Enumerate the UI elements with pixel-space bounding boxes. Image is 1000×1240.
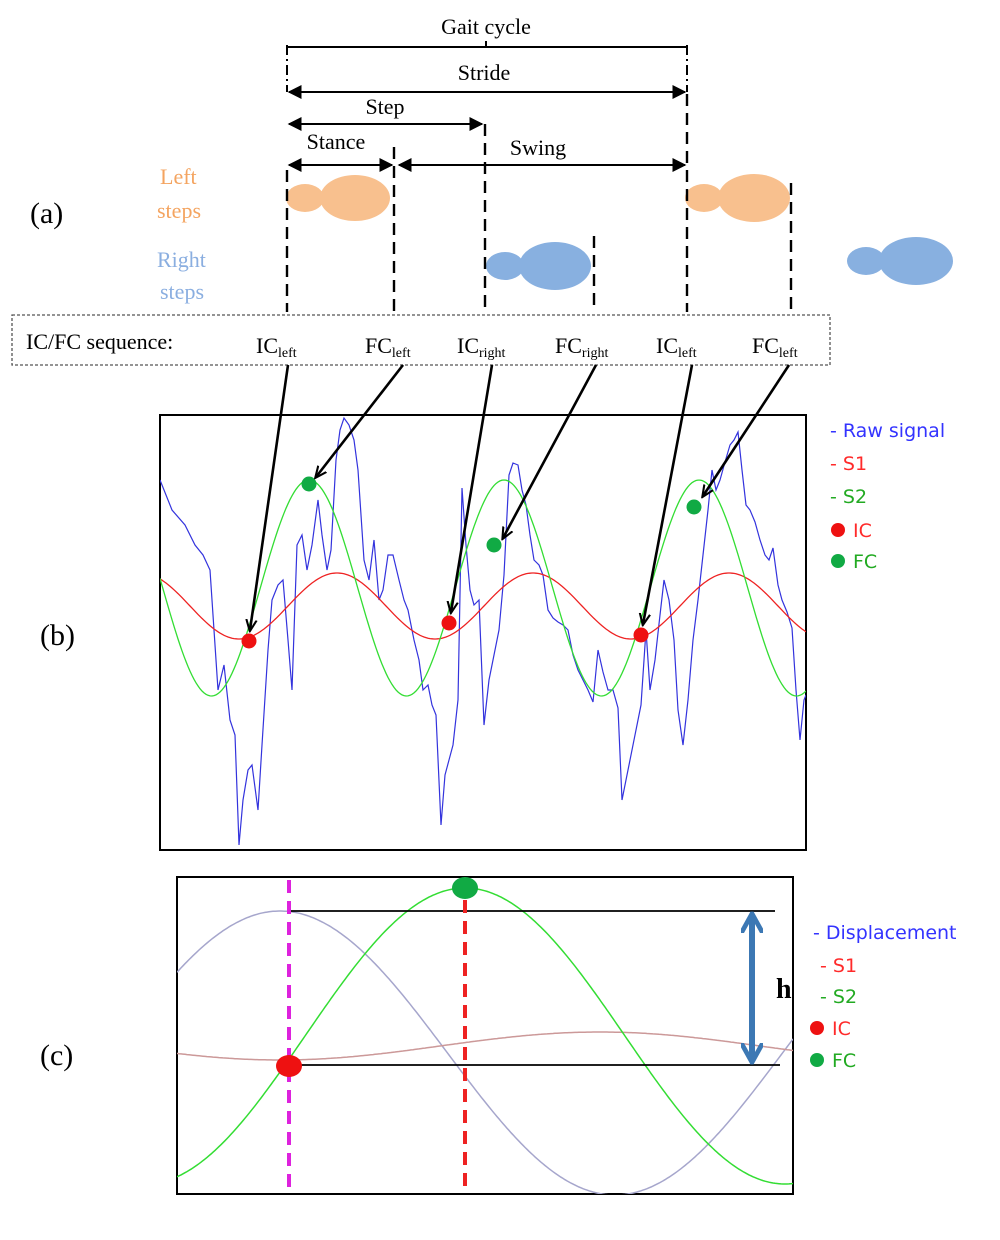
panel-a-label: (a) xyxy=(30,197,63,230)
arrow-ic-left-1 xyxy=(250,364,290,630)
fc-marker-c xyxy=(452,877,478,899)
event-ic-left-1: ICleft xyxy=(256,333,297,361)
left-steps-line-1: Left xyxy=(160,164,197,189)
legend-b-s1: - S1 xyxy=(830,453,867,475)
arrow-fc-right xyxy=(503,364,598,538)
legend-b-raw: - Raw signal xyxy=(830,420,945,442)
right-footprint-2 xyxy=(847,237,953,285)
ic-marker xyxy=(633,627,649,643)
legend-b: - Raw signal - S1 - S2 IC FC xyxy=(830,420,945,573)
legend-c-s1: - S1 xyxy=(820,955,857,977)
fc-marker xyxy=(486,537,502,553)
right-steps-line-1: Right xyxy=(157,247,206,272)
legend-b-s2: - S2 xyxy=(830,486,867,508)
ic-marker xyxy=(241,633,257,649)
displacement-line xyxy=(177,910,793,1194)
event-ic-left-2: ICleft xyxy=(656,333,697,361)
legend-c-displacement: - Displacement xyxy=(813,922,957,944)
panel-c-frame xyxy=(176,876,794,1195)
legend-c: - Displacement - S1 - S2 IC FC xyxy=(810,922,957,1072)
s2-line xyxy=(160,479,806,697)
arrow-ic-left-2 xyxy=(643,364,694,624)
panel-a: (a) Gait cycle Stride Step Stance Swing … xyxy=(11,14,953,366)
sequence-title: IC/FC sequence: xyxy=(26,329,173,354)
legend-c-fc-dot xyxy=(810,1053,824,1067)
event-labels: ICleft FCleft ICright FCright ICleft FCl… xyxy=(256,333,798,361)
panel-c-label: (c) xyxy=(40,1039,73,1072)
panel-b-frame xyxy=(159,414,807,851)
left-steps-label: Left steps xyxy=(157,164,202,223)
arrow-fc-left-1 xyxy=(316,364,405,477)
ic-marker xyxy=(441,615,457,631)
fc-markers xyxy=(301,476,702,553)
right-footprint-1 xyxy=(486,242,591,290)
event-arrows xyxy=(250,364,791,630)
arrow-fc-left-2 xyxy=(703,364,791,496)
s1-line xyxy=(160,572,806,640)
arrow-ic-right xyxy=(451,364,494,612)
swing-label: Swing xyxy=(510,135,566,160)
panel-c: (c) h - Displacement - S1 - S2 IC FC xyxy=(40,876,957,1195)
step-label: Step xyxy=(365,94,404,119)
fc-marker xyxy=(686,499,702,515)
event-fc-right: FCright xyxy=(555,333,608,361)
right-steps-label: Right steps xyxy=(157,247,211,304)
ic-marker-c xyxy=(276,1055,302,1077)
h-label: h xyxy=(776,974,792,1005)
legend-c-ic-dot xyxy=(810,1021,824,1035)
event-verticals xyxy=(285,94,793,312)
event-fc-left-1: FCleft xyxy=(365,333,411,361)
stride-label: Stride xyxy=(458,60,511,85)
fc-marker xyxy=(301,476,317,492)
legend-b-ic-dot xyxy=(831,523,845,537)
sequence-box xyxy=(11,314,831,366)
event-fc-left-2: FCleft xyxy=(752,333,798,361)
panel-b-label: (b) xyxy=(40,619,75,652)
raw-signal-line xyxy=(160,416,806,846)
event-ic-right: ICright xyxy=(457,333,506,361)
panel-b: (b) - Raw signal xyxy=(40,364,945,851)
legend-b-fc: FC xyxy=(853,551,877,573)
gait-cycle-label: Gait cycle xyxy=(441,14,531,39)
legend-c-fc: FC xyxy=(832,1050,856,1072)
left-footprint-1 xyxy=(286,175,390,221)
legend-c-ic: IC xyxy=(832,1018,851,1040)
legend-b-ic: IC xyxy=(853,520,872,542)
legend-b-fc-dot xyxy=(831,554,845,568)
stance-label: Stance xyxy=(307,129,366,154)
left-footprint-2 xyxy=(685,174,790,222)
legend-c-s2: - S2 xyxy=(820,986,857,1008)
left-steps-line-2: steps xyxy=(157,198,201,223)
ic-markers xyxy=(241,615,649,649)
right-steps-line-2: steps xyxy=(160,279,204,304)
